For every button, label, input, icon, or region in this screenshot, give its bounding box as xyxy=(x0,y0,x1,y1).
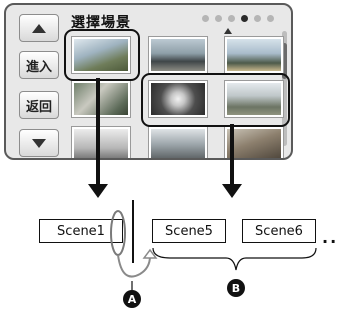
scene-thumbnail[interactable] xyxy=(71,126,131,158)
scene-thumbnail[interactable] xyxy=(224,80,284,118)
selected-scenes-highlight xyxy=(141,73,290,127)
page-dot xyxy=(202,15,209,22)
page-dot xyxy=(215,15,222,22)
scene-thumbnail[interactable] xyxy=(148,80,208,118)
page-dot xyxy=(267,15,274,22)
scene-label-box: Scene1 xyxy=(39,219,123,243)
scene-thumbnail[interactable] xyxy=(224,36,284,74)
scroll-up-button[interactable] xyxy=(19,14,59,42)
scrollbar-thumb[interactable] xyxy=(282,43,287,79)
selected-scene-highlight xyxy=(64,29,140,81)
marker-a-badge: A xyxy=(123,290,141,308)
scene-thumbnail[interactable] xyxy=(71,36,131,74)
back-button[interactable]: 返回 xyxy=(19,91,59,119)
scene-thumbnail[interactable] xyxy=(224,126,284,158)
scene-thumbnail[interactable] xyxy=(148,126,208,158)
scroll-down-button[interactable] xyxy=(19,129,59,157)
loop-ellipse xyxy=(110,210,126,256)
continuation-dots: ·· xyxy=(322,232,339,251)
marker-b-badge: B xyxy=(227,279,245,297)
page-dot xyxy=(254,15,261,22)
arrow-head-icon xyxy=(222,184,242,198)
scene-group-brace xyxy=(152,247,317,271)
scene-thumbnail[interactable] xyxy=(148,36,208,74)
current-page-marker-icon xyxy=(224,28,232,34)
return-curve xyxy=(117,254,151,278)
page-title: 選擇場景 xyxy=(71,15,131,31)
return-arrow-icon xyxy=(142,248,158,259)
triangle-up-icon xyxy=(32,23,46,33)
page-dot-current xyxy=(241,15,248,22)
triangle-down-icon xyxy=(32,138,46,148)
scrollbar[interactable] xyxy=(282,31,287,146)
arrow-head-icon xyxy=(88,184,108,198)
scene-thumbnail[interactable] xyxy=(71,80,131,118)
scene-label-box: Scene6 xyxy=(242,219,316,243)
enter-button[interactable]: 進入 xyxy=(19,51,59,79)
page-indicator xyxy=(202,15,274,22)
scene-label-box: Scene5 xyxy=(152,219,226,243)
page-dot xyxy=(228,15,235,22)
scene-select-screen: 進入 返回 選擇場景 xyxy=(4,3,293,160)
